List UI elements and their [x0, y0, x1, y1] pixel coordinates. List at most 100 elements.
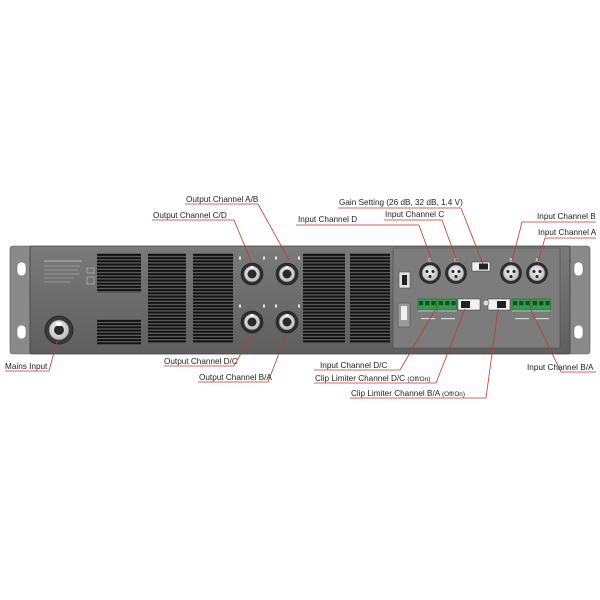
connector-letter-d: D [428, 258, 432, 264]
vent-slot [97, 289, 141, 292]
vent-slot [148, 266, 186, 269]
vent-slot [303, 263, 345, 266]
speakon-center [247, 317, 257, 327]
vent-slot [193, 254, 233, 256]
vent-slot [148, 276, 186, 279]
speakon-key [250, 266, 254, 269]
vent-slot [303, 270, 345, 272]
vent-slot [350, 334, 390, 336]
clip-limiter-switch-ba [487, 298, 511, 311]
speakon-marking [263, 304, 265, 308]
gain-switch [471, 261, 491, 272]
vent-slot [193, 327, 233, 330]
xlr-pin [532, 270, 536, 273]
rack-hole [573, 261, 584, 277]
vent-slot [193, 308, 233, 311]
vent-slot [350, 273, 390, 276]
vent-slot [303, 318, 345, 320]
vent-slot [303, 282, 345, 285]
xlr-connector [500, 262, 522, 284]
vent-slot [97, 329, 141, 332]
vent-slot [350, 327, 390, 330]
vent-slot [97, 257, 141, 260]
xlr-pin [535, 275, 539, 278]
vent-slot [148, 330, 186, 333]
vent-slot [350, 340, 390, 343]
label-input-d: Input Channel D [298, 215, 357, 224]
vent-slot [148, 337, 186, 340]
vent-slot [148, 327, 186, 330]
callout-gain [338, 207, 484, 265]
speakon-marking [239, 256, 241, 260]
terminal-marking [441, 318, 455, 320]
callout-output-ba [198, 334, 287, 383]
callout-input-d [296, 224, 433, 262]
xlr-pin [431, 270, 435, 273]
callout-lines [5, 203, 596, 399]
vent-slot [193, 302, 233, 304]
vent-slot [97, 270, 141, 272]
vent-slot [303, 279, 345, 282]
vent-slot [303, 260, 345, 263]
xlr-inputs [419, 262, 548, 284]
terminal-marking [421, 318, 435, 320]
vent-slot [193, 318, 233, 320]
vent-slot [303, 266, 345, 269]
terminal-marking [535, 318, 549, 320]
vent-slot [303, 314, 345, 317]
vent-slot [148, 257, 186, 260]
vent-slot [350, 286, 390, 288]
vent-slot [303, 337, 345, 340]
terminal-base [512, 310, 531, 312]
info-plate [44, 260, 95, 285]
vent-slot [193, 321, 233, 324]
terminal-screw [545, 301, 550, 306]
vent-slot [350, 295, 390, 298]
speakon-marking [275, 304, 277, 308]
label-output-ba: Output Channel B/A [199, 373, 272, 382]
rack-hole [573, 324, 584, 340]
vent-slot [350, 318, 390, 320]
vent-slot [97, 279, 141, 282]
terminal-screw [539, 301, 544, 306]
vent-slot [350, 254, 390, 256]
speakon-connector [275, 310, 299, 334]
speakon-center [282, 269, 292, 279]
label-output-dc: Output Channel D/C [164, 357, 238, 366]
ce-mark [86, 267, 95, 274]
vent-block [97, 253, 141, 293]
vent-block-bg [350, 253, 390, 344]
speakon-marking [298, 304, 300, 308]
vent-slot [350, 279, 390, 282]
vent-slot [193, 289, 233, 292]
label-clip-limiter-dc: Clip Limiter Channel D/C (Off/On) [315, 374, 430, 383]
terminal-screw [451, 301, 456, 306]
vent-slot [303, 340, 345, 343]
vent-slot [303, 273, 345, 276]
terminal-base [532, 310, 551, 312]
xlr-body [421, 264, 439, 282]
xlr-pin [425, 270, 429, 273]
terminal-screw [439, 301, 444, 306]
label-clip-limiter-ba: Clip Limiter Channel B/A (Off/On) [351, 389, 465, 398]
terminal-block [437, 298, 457, 312]
vent-slot [303, 308, 345, 311]
callout-input-c [384, 219, 458, 262]
label-gain-setting: Gain Setting (26 dB, 32 dB, 1.4 V) [339, 198, 463, 207]
vent-block [193, 253, 233, 344]
vent-slot [350, 311, 390, 314]
terminal-block [511, 298, 531, 312]
vent-slot [148, 311, 186, 314]
terminal-screw [525, 301, 530, 306]
terminal-base [418, 310, 437, 312]
vent-slot [193, 330, 233, 333]
vent-slot [148, 324, 186, 327]
vent-slot [303, 298, 345, 301]
vent-slot [303, 334, 345, 336]
vent-slot [193, 260, 233, 263]
vent-slot [148, 308, 186, 311]
vent-slot [148, 289, 186, 292]
vent-slot [303, 327, 345, 330]
speakon-key [250, 314, 254, 317]
callout-clip-ba [350, 308, 499, 399]
